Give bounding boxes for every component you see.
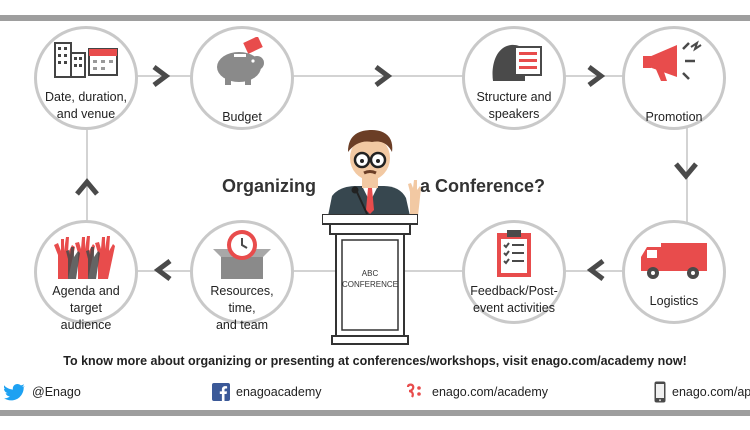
social-facebook[interactable]: enagoacademy	[212, 380, 321, 404]
raised-hands-icon	[54, 236, 115, 279]
step-budget: Budget	[190, 26, 294, 130]
visit-text: To know more about organizing or present…	[63, 354, 687, 368]
facebook-icon	[212, 383, 230, 401]
chevron-left-icon	[586, 259, 605, 281]
buildings-calendar-icon	[54, 42, 118, 78]
step-promotion: Promotion	[622, 26, 726, 130]
facebook-handle: enagoacademy	[236, 385, 322, 399]
twitter-icon	[4, 384, 25, 401]
web-link: enago.com/academy	[432, 385, 549, 399]
step-promotion-label: Promotion	[645, 110, 703, 124]
clipboard-checklist-icon	[497, 230, 531, 277]
title-left: Organizing	[222, 176, 316, 196]
step-agenda-label: Agenda and target audience	[52, 284, 120, 332]
app-link: enago.com/app	[672, 385, 750, 399]
clock-box-icon	[213, 230, 271, 279]
social-twitter[interactable]: @Enago	[4, 380, 81, 404]
step-structure-label: Structure and speakers	[476, 90, 552, 121]
connector-right	[686, 120, 688, 280]
step-resources: Resources, time, and team	[190, 220, 294, 332]
step-date-venue: Date, duration, and venue	[34, 26, 138, 130]
title-right: a Conference?	[420, 176, 546, 196]
chevron-right-icon	[587, 65, 606, 87]
connector-top	[130, 75, 630, 77]
step-feedback: Feedback/Post- event activities	[462, 220, 566, 324]
chevron-right-icon	[374, 65, 393, 87]
connector-left	[86, 120, 88, 280]
bottom-border-bar	[0, 410, 750, 416]
step-date-label: Date, duration, and venue	[45, 90, 127, 121]
step-feedback-label: Feedback/Post- event activities	[470, 284, 558, 315]
speaker-profile-icon	[492, 44, 542, 81]
speaker-illustration	[328, 130, 421, 216]
truck-icon	[641, 243, 707, 279]
smartphone-icon	[654, 381, 666, 403]
podium-label: ABC CONFERENCE	[341, 269, 398, 289]
step-agenda: Agenda and target audience	[34, 220, 138, 332]
chevron-left-icon	[153, 259, 172, 281]
top-border-bar	[0, 15, 750, 21]
chevron-right-icon	[152, 65, 171, 87]
megaphone-icon	[643, 40, 702, 81]
podium	[322, 214, 418, 345]
step-structure-speakers: Structure and speakers	[462, 26, 566, 130]
chevron-up-icon	[75, 178, 99, 196]
piggy-bank-icon	[217, 37, 264, 85]
enago-logo-icon	[406, 383, 421, 398]
step-budget-label: Budget	[222, 110, 262, 124]
step-resources-label: Resources, time, and team	[210, 284, 274, 332]
social-app[interactable]: enago.com/app	[654, 380, 750, 404]
twitter-handle: @Enago	[32, 385, 81, 399]
chevron-down-icon	[674, 162, 698, 180]
social-web[interactable]: enago.com/academy	[406, 380, 548, 404]
step-logistics: Logistics	[622, 220, 726, 324]
step-logistics-label: Logistics	[649, 294, 699, 308]
